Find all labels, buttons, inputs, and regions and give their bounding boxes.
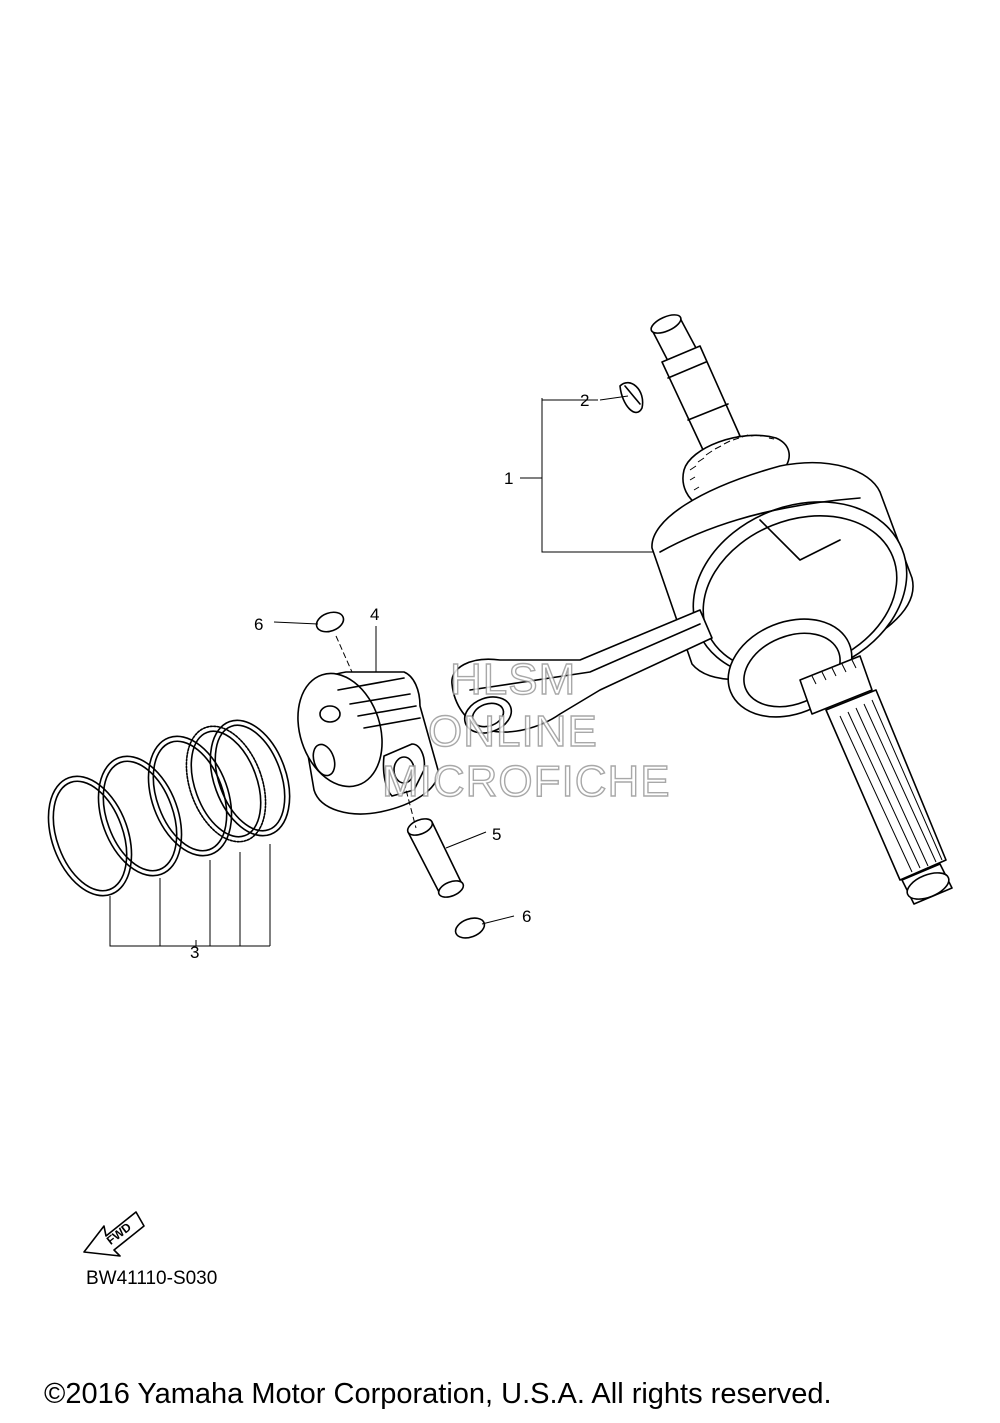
callout-4: 4: [370, 605, 379, 624]
watermark-line-3: MICROFICHE: [382, 757, 671, 806]
circlip-lower: [454, 917, 486, 939]
callout-1: 1: [504, 469, 513, 488]
watermark: HLSM ONLINE MICROFICHE: [381, 654, 671, 806]
circlip-upper: [315, 611, 345, 633]
piston-pin: [406, 818, 465, 898]
woodruff-key: [619, 381, 644, 414]
leader-lines: [109, 395, 654, 947]
fwd-arrow-icon: FWD: [83, 1211, 145, 1257]
copyright-notice: ©2016 Yamaha Motor Corporation, U.S.A. A…: [44, 1378, 832, 1410]
piston: [297, 671, 439, 815]
piston-ring-set: [47, 719, 291, 897]
callout-3: 3: [190, 943, 199, 962]
callout-labels: 1 2 3 4 5 6 6: [190, 391, 589, 962]
watermark-line-1: HLSM: [450, 655, 576, 704]
callout-6-upper: 6: [254, 615, 263, 634]
watermark-line-2: ONLINE: [428, 707, 598, 756]
reference-code: BW41110-S030: [86, 1268, 218, 1289]
callout-2: 2: [580, 391, 589, 410]
callout-5: 5: [492, 825, 501, 844]
crankshaft-assembly: [451, 314, 953, 905]
callout-6-lower: 6: [522, 907, 531, 926]
